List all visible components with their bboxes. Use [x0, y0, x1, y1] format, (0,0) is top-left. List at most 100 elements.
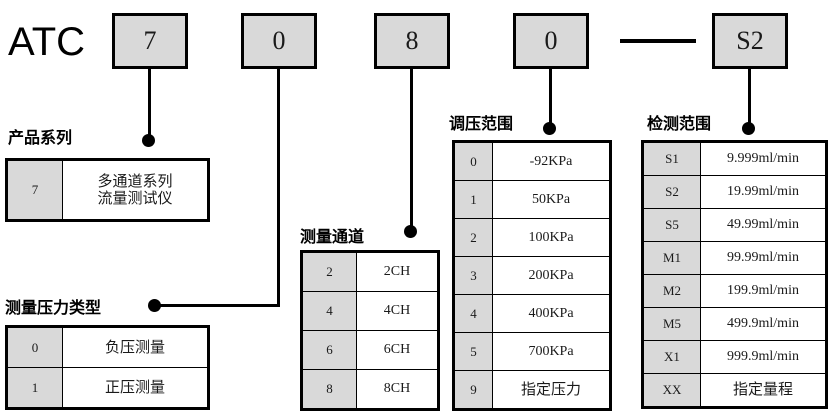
cell-code: S5 [642, 208, 701, 242]
cell-code: 4 [453, 294, 493, 333]
code-separator-dash [620, 39, 696, 43]
caption-pressure-type: 测量压力类型 [5, 298, 102, 317]
table-product-series-body: 7 多通道系列 流量测试仪 [6, 159, 209, 221]
cell-value: 19.99ml/min [700, 175, 827, 209]
connector-pressure-type-dot [148, 299, 161, 312]
table-row[interactable]: S1 9.999ml/min [642, 141, 827, 176]
cell-value: 999.9ml/min [700, 340, 827, 374]
caption-measure-channel: 测量通道 [300, 227, 365, 246]
caption-detect-range: 检测范围 [647, 114, 712, 133]
cell-code: M1 [642, 241, 701, 275]
cell-value: 9.999ml/min [700, 141, 827, 176]
connector-pressure-type-hline [154, 304, 280, 307]
code-box-pressure-range-value: 0 [544, 26, 558, 55]
code-box-detect-range-value: S2 [736, 26, 764, 55]
table-row[interactable]: 2 2CH [301, 251, 439, 292]
cell-value: 正压测量 [62, 367, 209, 409]
table-measure-channel-body: 2 2CH 4 4CH 6 6CH 8 8CH [301, 251, 439, 410]
code-box-channels[interactable]: 8 [374, 13, 450, 69]
cell-code: 0 [453, 141, 493, 181]
connector-pressure-range-line [549, 69, 552, 129]
code-box-detect-range[interactable]: S2 [712, 13, 788, 69]
cell-code: XX [642, 373, 701, 408]
table-row[interactable]: M5 499.9ml/min [642, 307, 827, 341]
cell-value: 多通道系列 流量测试仪 [62, 159, 209, 221]
cell-value: 49.99ml/min [700, 208, 827, 242]
table-row[interactable]: 2 100KPa [453, 218, 611, 257]
connector-pressure-type-vline [277, 69, 280, 307]
table-row[interactable]: 8 8CH [301, 369, 439, 410]
cell-code: 0 [6, 326, 63, 368]
brand-label: ATC [8, 20, 86, 64]
cell-code: 8 [301, 369, 357, 410]
code-box-pressure-type-value: 0 [272, 26, 286, 55]
cell-value: 400KPa [492, 294, 611, 333]
table-pressure-range-body: 0 -92KPa 1 50KPa 2 100KPa 3 200KPa 4 400… [453, 141, 611, 410]
table-row[interactable]: 7 多通道系列 流量测试仪 [6, 159, 209, 221]
caption-product-series: 产品系列 [8, 128, 73, 147]
cell-value: 负压测量 [62, 326, 209, 368]
cell-value: 4CH [356, 291, 439, 331]
table-row[interactable]: 5 700KPa [453, 332, 611, 371]
cell-value: 指定压力 [492, 370, 611, 410]
cell-value: 99.99ml/min [700, 241, 827, 275]
code-box-pressure-type[interactable]: 0 [241, 13, 317, 69]
cell-value: 700KPa [492, 332, 611, 371]
cell-value: 50KPa [492, 180, 611, 219]
table-pressure-type-body: 0 负压测量 1 正压测量 [6, 326, 209, 409]
connector-channels-line [410, 69, 413, 232]
table-row[interactable]: 4 400KPa [453, 294, 611, 333]
table-row[interactable]: 0 -92KPa [453, 141, 611, 181]
table-pressure-type: 0 负压测量 1 正压测量 [5, 325, 210, 410]
cell-code: 1 [6, 367, 63, 409]
table-row[interactable]: M1 99.99ml/min [642, 241, 827, 275]
cell-value: 100KPa [492, 218, 611, 257]
table-row[interactable]: 0 负压测量 [6, 326, 209, 368]
table-row[interactable]: S5 49.99ml/min [642, 208, 827, 242]
connector-series-line [148, 69, 151, 141]
code-box-channels-value: 8 [405, 26, 419, 55]
cell-value: 6CH [356, 330, 439, 370]
table-product-series: 7 多通道系列 流量测试仪 [5, 158, 210, 222]
cell-code: 9 [453, 370, 493, 410]
cell-value: -92KPa [492, 141, 611, 181]
cell-code: 2 [453, 218, 493, 257]
table-measure-channel: 2 2CH 4 4CH 6 6CH 8 8CH [300, 250, 440, 411]
cell-code: M5 [642, 307, 701, 341]
cell-code: X1 [642, 340, 701, 374]
table-detect-range-body: S1 9.999ml/min S2 19.99ml/min S5 49.99ml… [642, 141, 827, 408]
cell-code: 6 [301, 330, 357, 370]
table-row[interactable]: 9 指定压力 [453, 370, 611, 410]
cell-value: 199.9ml/min [700, 274, 827, 308]
table-row[interactable]: X1 999.9ml/min [642, 340, 827, 374]
caption-pressure-range: 调压范围 [449, 114, 514, 133]
cell-code: 4 [301, 291, 357, 331]
table-row[interactable]: 1 正压测量 [6, 367, 209, 409]
cell-value: 2CH [356, 251, 439, 292]
code-box-pressure-range[interactable]: 0 [513, 13, 589, 69]
cell-code: 7 [6, 159, 63, 221]
table-row[interactable]: 6 6CH [301, 330, 439, 370]
table-row[interactable]: 1 50KPa [453, 180, 611, 219]
connector-detect-range-line [748, 69, 751, 129]
code-box-series[interactable]: 7 [112, 13, 188, 69]
cell-code: 1 [453, 180, 493, 219]
cell-code: 2 [301, 251, 357, 292]
cell-value: 499.9ml/min [700, 307, 827, 341]
table-row[interactable]: XX 指定量程 [642, 373, 827, 408]
table-pressure-range: 0 -92KPa 1 50KPa 2 100KPa 3 200KPa 4 400… [452, 140, 612, 411]
connector-channels-dot [404, 225, 417, 238]
cell-code: 3 [453, 256, 493, 295]
cell-value: 8CH [356, 369, 439, 410]
cell-code: 5 [453, 332, 493, 371]
cell-code: M2 [642, 274, 701, 308]
cell-value: 指定量程 [700, 373, 827, 408]
code-box-series-value: 7 [143, 26, 157, 55]
cell-code: S1 [642, 141, 701, 176]
table-row[interactable]: S2 19.99ml/min [642, 175, 827, 209]
table-row[interactable]: 4 4CH [301, 291, 439, 331]
table-detect-range: S1 9.999ml/min S2 19.99ml/min S5 49.99ml… [641, 140, 828, 409]
table-row[interactable]: M2 199.9ml/min [642, 274, 827, 308]
table-row[interactable]: 3 200KPa [453, 256, 611, 295]
